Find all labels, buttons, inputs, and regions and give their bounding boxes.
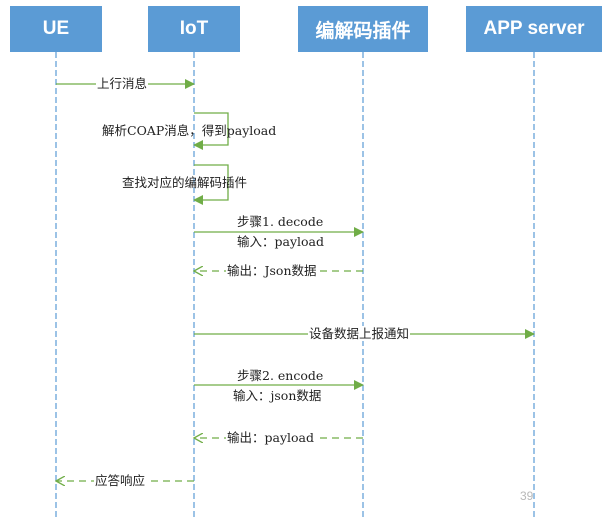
actor-app-server: APP server — [466, 6, 602, 52]
label-uplink: 上行消息 — [96, 76, 149, 91]
label-find-plugin: 查找对应的编解码插件 — [122, 175, 248, 190]
label-parse-coap: 解析COAP消息，得到payload — [102, 123, 277, 138]
actor-codec-plugin: 编解码插件 — [298, 6, 428, 52]
page-number: 39 — [520, 489, 534, 503]
label-encode-input: 输入：json数据 — [233, 388, 322, 403]
arrow-parse-coap — [193, 112, 229, 150]
label-encode-step: 步骤2. encode — [237, 368, 324, 383]
arrow-find-plugin — [193, 164, 229, 205]
label-report-notify: 设备数据上报通知 — [308, 326, 411, 341]
label-output-payload: 输出：payload — [226, 430, 315, 445]
label-output-json: 输出：Json数据 — [226, 263, 318, 278]
actor-ue: UE — [10, 6, 102, 52]
label-decode-input: 输入：payload — [237, 234, 324, 249]
label-decode-step: 步骤1. decode — [237, 214, 324, 229]
label-response: 应答响应 — [94, 473, 147, 488]
actor-iot: IoT — [148, 6, 240, 52]
